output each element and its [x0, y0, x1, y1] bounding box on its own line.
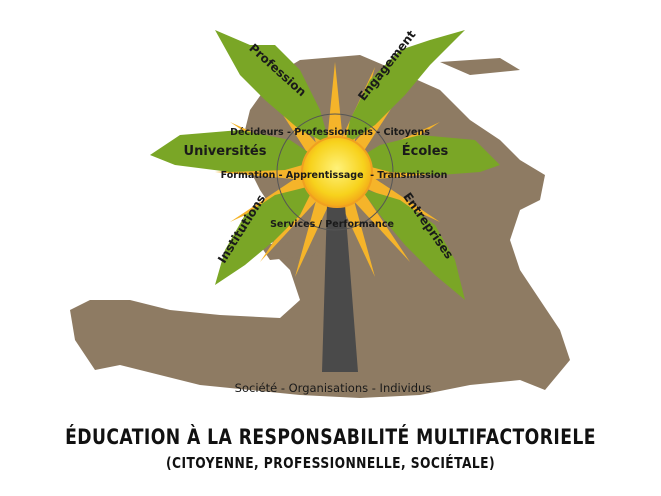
palm-trunk: [322, 205, 358, 372]
sun-orbit: [276, 113, 394, 231]
label-ecoles: Écoles: [402, 143, 449, 159]
base-text: Société - Organisations - Individus: [235, 381, 432, 395]
ring-middle-text: Formation - Apprentissage - Transmission: [221, 170, 448, 181]
leaf-institutions: [215, 185, 315, 285]
leaf-ecoles: [352, 135, 500, 175]
leaf-entreprises: [360, 188, 465, 300]
leaf-profession: [215, 30, 330, 145]
leaf-engagement: [345, 30, 465, 145]
label-universites: Universités: [184, 144, 267, 159]
map-island: [440, 58, 520, 75]
sun: [301, 136, 373, 208]
subtitle: (CITOYENNE, PROFESSIONNELLE, SOCIÉTALE): [166, 454, 495, 472]
palm-leaves: [150, 30, 500, 300]
ring-bottom-text: Services / Performance: [270, 219, 394, 230]
ring-top-text: Décideurs - Professionnels - Citoyens: [230, 127, 430, 138]
main-title: ÉDUCATION À LA RESPONSABILITÉ MULTIFACTO…: [65, 425, 596, 449]
